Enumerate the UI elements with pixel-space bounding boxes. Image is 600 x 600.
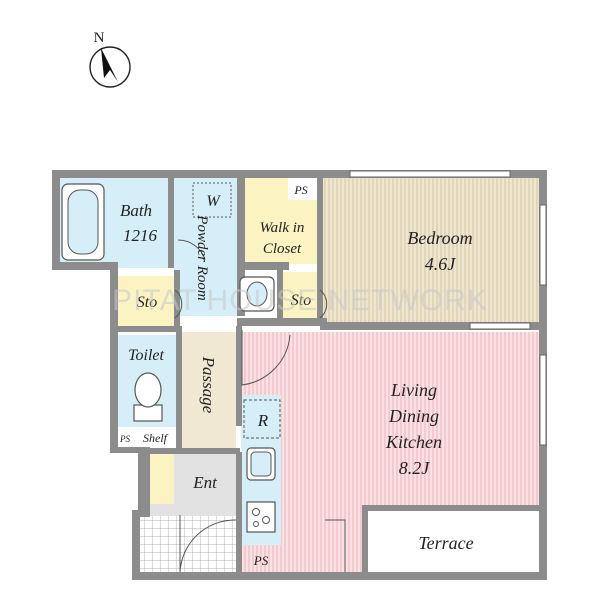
entrance-label: Ent: [192, 473, 218, 492]
stove-icon: [246, 501, 276, 533]
pipe-space-top: [288, 178, 317, 200]
toilet-label: Toilet: [128, 347, 164, 364]
bath-size-label: 1216: [123, 226, 158, 245]
north-compass: N: [89, 30, 131, 88]
bedroom: [323, 176, 539, 323]
ps-top-label: PS: [293, 183, 307, 197]
storage-right-label: Sto: [291, 292, 311, 309]
terrace: [366, 510, 539, 572]
pipe-space-toilet: [118, 427, 134, 447]
fridge-area: [243, 399, 281, 439]
powder-room-label: Powder Room: [194, 214, 210, 301]
shelf-label: Shelf: [143, 431, 169, 445]
ps-bottom-label: PS: [253, 553, 269, 568]
entrance-shoe-box: [150, 452, 174, 504]
sink-icon: [239, 276, 275, 312]
washer-label: W: [206, 193, 221, 210]
terrace-label: Terrace: [418, 533, 473, 553]
ldk-label-line2: Dining: [388, 406, 439, 426]
watermark: PITAT HOUSE NETWORK: [112, 284, 488, 317]
compass-needle-icon: [101, 48, 118, 82]
bath-label: Bath: [120, 201, 152, 220]
compass-north-label: N: [94, 30, 105, 46]
ldk-label-line1: Living: [390, 380, 437, 400]
bedroom-size-label: 4.6J: [425, 254, 457, 274]
bathtub-icon: [61, 183, 105, 261]
walk-in-closet-label-line2: Closet: [263, 241, 302, 257]
kitchen-sink-icon: [246, 447, 276, 481]
refrigerator-label: R: [257, 411, 269, 430]
ldk-size-label: 8.2J: [399, 458, 431, 478]
door-swings: [174, 239, 346, 573]
passage: [181, 332, 236, 452]
storage-left-label: Sto: [137, 294, 157, 311]
walk-in-closet-label-line1: Walk in: [260, 220, 305, 236]
ps-toilet-label: PS: [119, 434, 130, 444]
entrance-tile-floor: [138, 516, 236, 572]
powder-room: [174, 178, 237, 316]
shelf-area: [134, 427, 176, 447]
storage-left: [118, 276, 175, 328]
bedroom-label: Bedroom: [407, 228, 472, 248]
storage-right: [282, 272, 320, 320]
toilet-bowl-icon: [133, 372, 163, 422]
windows: [349, 170, 547, 446]
ldk-label-line3: Kitchen: [385, 432, 442, 452]
passage-label: Passage: [199, 356, 218, 414]
